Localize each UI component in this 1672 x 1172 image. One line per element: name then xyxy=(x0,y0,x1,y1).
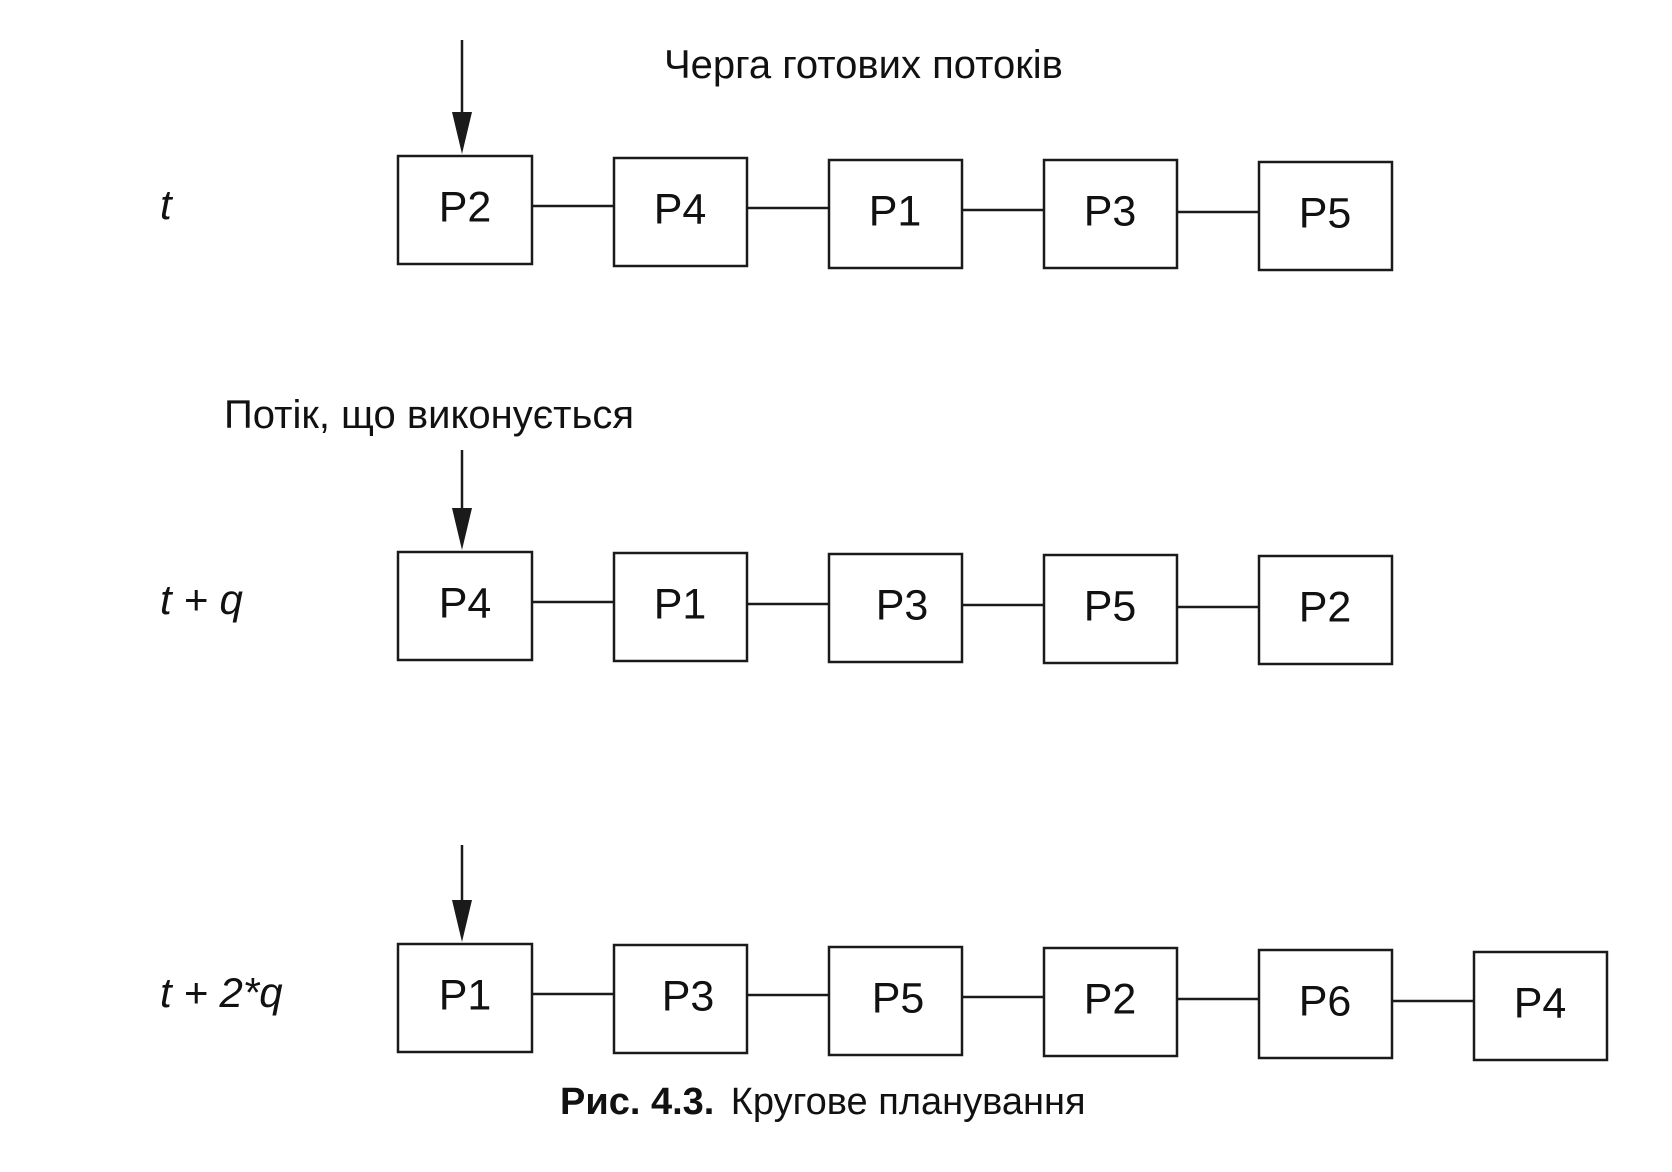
svg-text:P3: P3 xyxy=(662,972,715,1020)
svg-text:Рис. 4.3. Кругове планув: Рис. 4.3. Кругове планування xyxy=(560,1081,1086,1123)
thread-box-p1: P1 xyxy=(827,158,964,270)
running-thread-arrow xyxy=(452,450,472,550)
thread-box-p2: P2 xyxy=(396,154,534,266)
svg-text:P2: P2 xyxy=(1299,583,1352,631)
thread-box-p5: P5 xyxy=(1257,160,1394,272)
running-thread-arrow xyxy=(452,845,472,942)
thread-box-p4: P4 xyxy=(612,156,749,268)
svg-text:P1: P1 xyxy=(654,580,707,628)
row-label-t-plus-2q: t + 2*q xyxy=(160,969,283,1016)
thread-box-p4: P4 xyxy=(396,550,534,662)
thread-box-p5: P5 xyxy=(827,945,964,1057)
ready-queue-annotation: Черга готових потоків xyxy=(664,43,1063,87)
svg-text:P4: P4 xyxy=(654,185,707,233)
svg-text:P3: P3 xyxy=(876,581,929,629)
row-label-t: t xyxy=(160,181,174,228)
svg-text:P1: P1 xyxy=(869,187,922,235)
thread-box-p2: P2 xyxy=(1042,946,1179,1058)
running-thread-annotation: Потік, що виконується xyxy=(224,393,634,437)
queue-row-t-plus-2q: t + 2*q P1 P3 P5 P2 P6 xyxy=(160,845,1609,1062)
thread-box-p5: P5 xyxy=(1042,553,1179,665)
svg-text:P2: P2 xyxy=(1084,975,1137,1023)
svg-text:P5: P5 xyxy=(872,974,925,1022)
thread-box-p1: P1 xyxy=(396,942,534,1054)
figure-title: Кругове планування xyxy=(731,1081,1086,1123)
svg-text:P6: P6 xyxy=(1299,977,1352,1025)
figure-number: Рис. 4.3. xyxy=(560,1081,714,1123)
svg-text:P4: P4 xyxy=(1514,979,1567,1027)
svg-text:P1: P1 xyxy=(439,971,492,1019)
svg-text:P3: P3 xyxy=(1084,187,1137,235)
thread-box-p6: P6 xyxy=(1257,948,1394,1060)
svg-text:P5: P5 xyxy=(1299,189,1352,237)
thread-box-p4: P4 xyxy=(1472,950,1609,1062)
thread-box-p2: P2 xyxy=(1257,554,1394,666)
thread-box-p1: P1 xyxy=(612,551,749,663)
queue-row-t-plus-q: t + q P4 P1 P3 P5 P2 xyxy=(160,450,1394,666)
thread-box-p3: P3 xyxy=(612,943,749,1055)
running-thread-arrow xyxy=(452,40,472,154)
svg-text:P5: P5 xyxy=(1084,582,1137,630)
thread-box-p3: P3 xyxy=(827,552,964,664)
queue-row-t: t P2 P4 P1 P3 P5 xyxy=(160,40,1394,272)
figure-caption: Рис. 4.3. Кругове планування xyxy=(560,1081,1086,1123)
svg-text:P2: P2 xyxy=(439,183,492,231)
thread-box-p3: P3 xyxy=(1042,158,1179,270)
svg-text:P4: P4 xyxy=(439,579,492,627)
row-label-t-plus-q: t + q xyxy=(160,576,244,623)
